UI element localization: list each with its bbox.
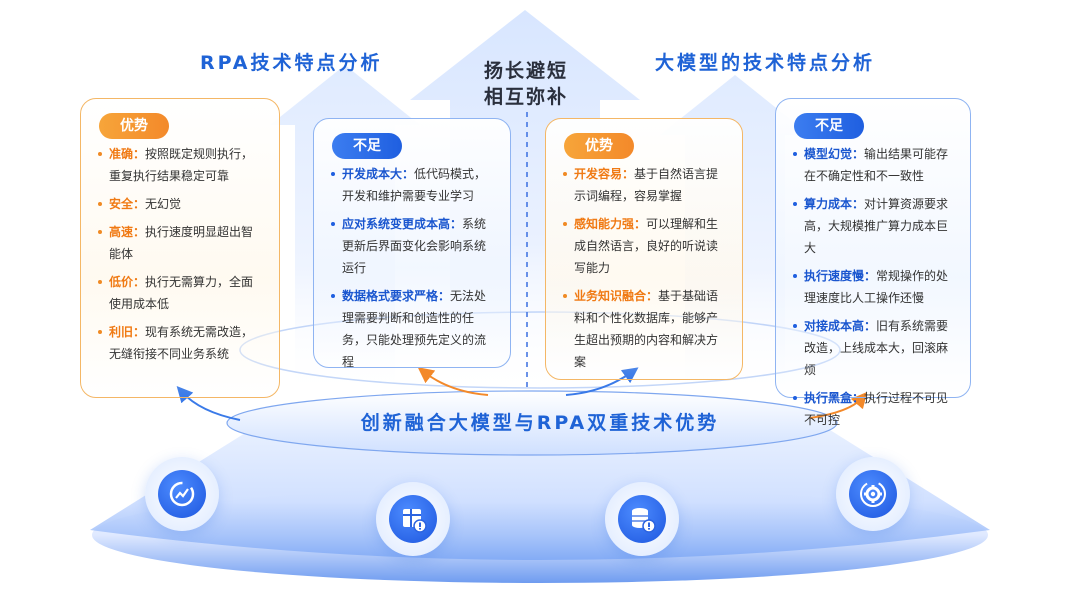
database-alert-icon bbox=[605, 482, 679, 556]
list-item: 准确：按照既定规则执行，重复执行结果稳定可靠 bbox=[97, 143, 265, 187]
disadvantages-tag: 不足 bbox=[794, 113, 864, 139]
list-item: 高速：执行速度明显超出智能体 bbox=[97, 221, 265, 265]
llm-disadvantages-card: 不足 模型幻觉：输出结果可能存在不确定性和不一致性 算力成本：对计算资源要求高，… bbox=[775, 98, 971, 427]
center-slogan: 扬长避短 相互弥补 bbox=[476, 58, 576, 110]
list-item: 业务知识融合：基于基础语料和个性化数据库，能够产生超出预期的内容和解决方案 bbox=[562, 285, 728, 373]
list-item: 执行速度慢：常规操作的处理速度比人工操作还慢 bbox=[792, 265, 956, 309]
center-slogan-line2: 相互弥补 bbox=[483, 86, 568, 108]
rpa-disadvantages-card: 不足 开发成本大：低代码模式，开发和维护需要专业学习 应对系统变更成本高：系统更… bbox=[313, 118, 511, 369]
llm-advantages-card: 优势 开发容易：基于自然语言提示词编程，容易掌握 感知能力强：可以理解和生成自然… bbox=[545, 118, 743, 380]
list-item: 感知能力强：可以理解和生成自然语言，良好的听说读写能力 bbox=[562, 213, 728, 279]
advantages-tag: 优势 bbox=[564, 133, 634, 159]
list-item: 开发成本大：低代码模式，开发和维护需要专业学习 bbox=[330, 163, 496, 207]
list-item: 执行黑盒：执行过程不可见不可控 bbox=[792, 387, 956, 431]
list-item: 利旧：现有系统无需改造，无缝衔接不同业务系统 bbox=[97, 321, 265, 365]
gear-cycle-icon bbox=[836, 457, 910, 531]
list-item: 模型幻觉：输出结果可能存在不确定性和不一致性 bbox=[792, 143, 956, 187]
list-item: 数据格式要求严格：无法处理需要判断和创造性的任务，只能处理预先定义的流程 bbox=[330, 285, 496, 373]
calendar-alert-icon bbox=[376, 482, 450, 556]
list-item: 开发容易：基于自然语言提示词编程，容易掌握 bbox=[562, 163, 728, 207]
rpa-advantages-card: 优势 准确：按照既定规则执行，重复执行结果稳定可靠 安全：无幻觉 高速：执行速度… bbox=[80, 98, 280, 398]
left-section-title: RPA技术特点分析 bbox=[200, 52, 383, 74]
list-item: 安全：无幻觉 bbox=[97, 193, 265, 215]
chart-refresh-icon bbox=[145, 457, 219, 531]
advantages-tag: 优势 bbox=[99, 113, 169, 139]
list-item: 算力成本：对计算资源要求高，大规模推广算力成本巨大 bbox=[792, 193, 956, 259]
bottom-slogan: 创新融合大模型与RPA双重技术优势 bbox=[360, 412, 720, 434]
list-item: 低价：执行无需算力，全面使用成本低 bbox=[97, 271, 265, 315]
disadvantages-tag: 不足 bbox=[332, 133, 402, 159]
right-section-title: 大模型的技术特点分析 bbox=[655, 52, 876, 74]
list-item: 应对系统变更成本高：系统更新后界面变化会影响系统运行 bbox=[330, 213, 496, 279]
list-item: 对接成本高：旧有系统需要改造，上线成本大，回滚麻烦 bbox=[792, 315, 956, 381]
center-slogan-line1: 扬长避短 bbox=[483, 60, 568, 82]
